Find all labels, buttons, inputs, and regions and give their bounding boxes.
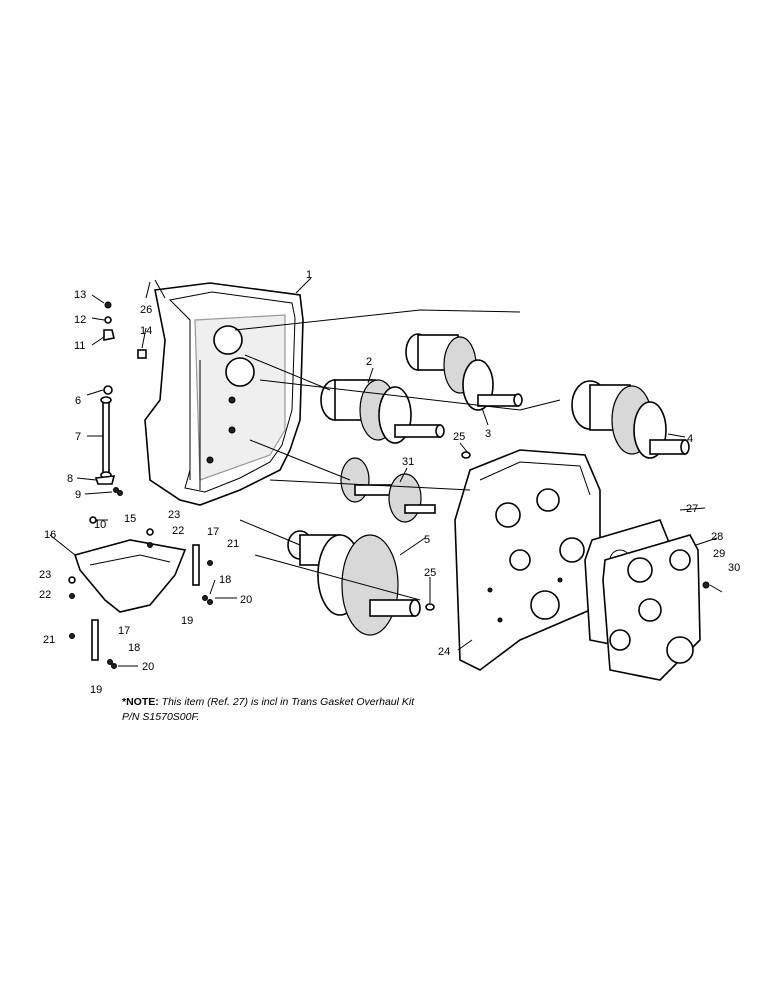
callout-5: 5 [424,534,430,546]
callout-3: 3 [485,428,491,440]
callout-29: 29 [713,548,725,560]
callout-22a: 22 [172,525,184,537]
callout-1: 1 [306,269,312,281]
callout-11: 11 [74,340,85,352]
shaft-assembly-3 [405,333,523,411]
callout-labels: 1 2 3 4 5 6 7 8 9 10 11 12 13 14 15 16 1… [39,269,740,696]
callout-17a: 17 [207,526,219,538]
callout-21b: 21 [43,634,55,646]
cover-plate-28 [602,534,701,681]
callout-12: 12 [74,314,86,326]
callout-25a: 25 [453,431,465,443]
gear-shaft-31 [340,457,436,523]
callout-6: 6 [75,395,81,407]
fasteners [68,279,723,669]
callout-7: 7 [75,431,81,443]
guide-lines [234,309,561,601]
note-text-1: This item (Ref. 27) is incl in Trans Gas… [158,696,415,708]
callout-18a: 18 [219,574,231,586]
bracket-17-lower [91,619,99,661]
callout-17b: 17 [118,625,130,637]
callout-24: 24 [438,646,450,658]
callout-23a: 23 [168,509,180,521]
callout-13: 13 [74,289,86,301]
callout-2: 2 [366,356,372,368]
callout-19a: 19 [181,615,193,627]
callout-23b: 23 [39,569,51,581]
callout-8: 8 [67,473,73,485]
callout-15: 15 [124,513,136,525]
callout-9: 9 [75,489,81,501]
callout-21a: 21 [227,538,239,550]
callout-18b: 18 [128,642,140,654]
bracket-17-upper [192,544,200,586]
callout-4: 4 [687,433,693,445]
callout-27: 27 [686,503,698,515]
callout-31: 31 [402,456,414,468]
oil-scoop-16 [73,539,187,613]
transmission-housing [144,282,304,506]
callout-16: 16 [44,529,56,541]
callout-10: 10 [94,519,106,531]
kit-note-line-1: *NOTE: This item (Ref. 27) is incl in Tr… [122,695,682,710]
callout-30: 30 [728,562,740,574]
callout-20a: 20 [240,594,252,606]
note-lead: *NOTE: [122,696,159,708]
callout-19b: 19 [90,684,102,696]
note-text-2: P/N S1570S00F. [122,711,200,723]
shaft-assembly-5 [287,530,421,636]
shaft-assembly-4 [571,380,690,459]
kit-note: *NOTE: This item (Ref. 27) is incl in Tr… [122,695,682,725]
callout-26: 26 [140,304,152,316]
leader-lines [49,277,718,667]
tube-7 [100,396,112,479]
callout-25b: 25 [424,567,436,579]
callout-28: 28 [711,531,723,543]
callout-20b: 20 [142,661,154,673]
transmission-case-24 [454,449,601,671]
callout-14: 14 [140,325,152,337]
callout-22b: 22 [39,589,51,601]
